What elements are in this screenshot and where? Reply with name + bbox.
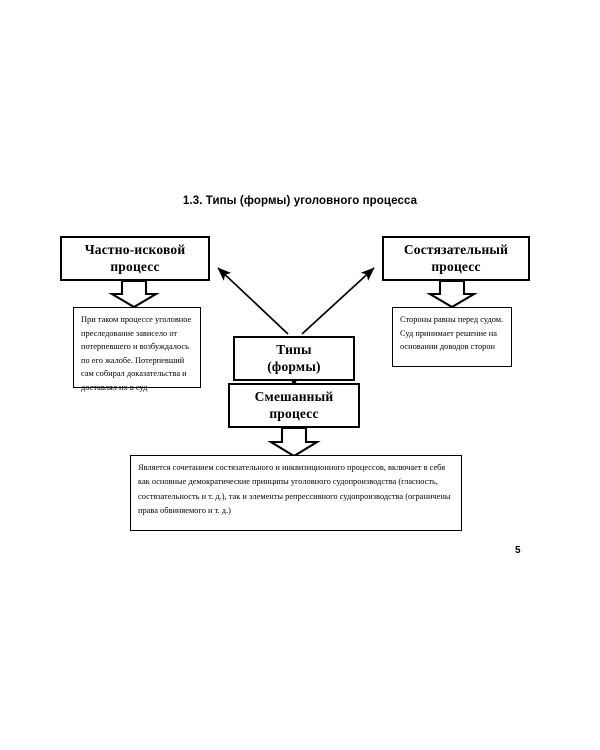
node-mixed-label: Смешанный процесс [254,388,334,421]
edge-types-to-adversarial [301,267,375,335]
page-number: 5 [515,545,521,556]
node-mixed-process[interactable]: Смешанный процесс [228,383,360,428]
description-adversarial-process: Стороны равны перед судом. Суд принимает… [392,307,512,367]
block-arrow-private [108,279,160,309]
page-title: 1.3. Типы (формы) уголовного процесса [182,195,418,207]
node-types-label: Типы (формы) [267,341,321,374]
node-private-claim-process[interactable]: Частно-исковой процесс [60,236,210,281]
node-adversarial-label: Состязательный процесс [403,241,509,274]
description-mixed-text: Является сочетанием состязательного и ин… [138,463,451,516]
block-arrow-mixed [267,426,321,458]
node-adversarial-process[interactable]: Состязательный процесс [382,236,530,281]
description-mixed-process: Является сочетанием состязательного и ин… [130,455,462,531]
node-types-forms[interactable]: Типы (формы) [233,336,355,381]
block-arrow-adversarial [426,279,478,309]
description-adversarial-text: Стороны равны перед судом. Суд принимает… [400,315,504,352]
node-private-claim-label: Частно-исковой процесс [84,241,186,274]
edge-types-to-private [217,267,289,335]
description-private-claim-text: При таком процессе уголовное преследован… [81,315,192,393]
description-private-claim-process: При таком процессе уголовное преследован… [73,307,201,392]
